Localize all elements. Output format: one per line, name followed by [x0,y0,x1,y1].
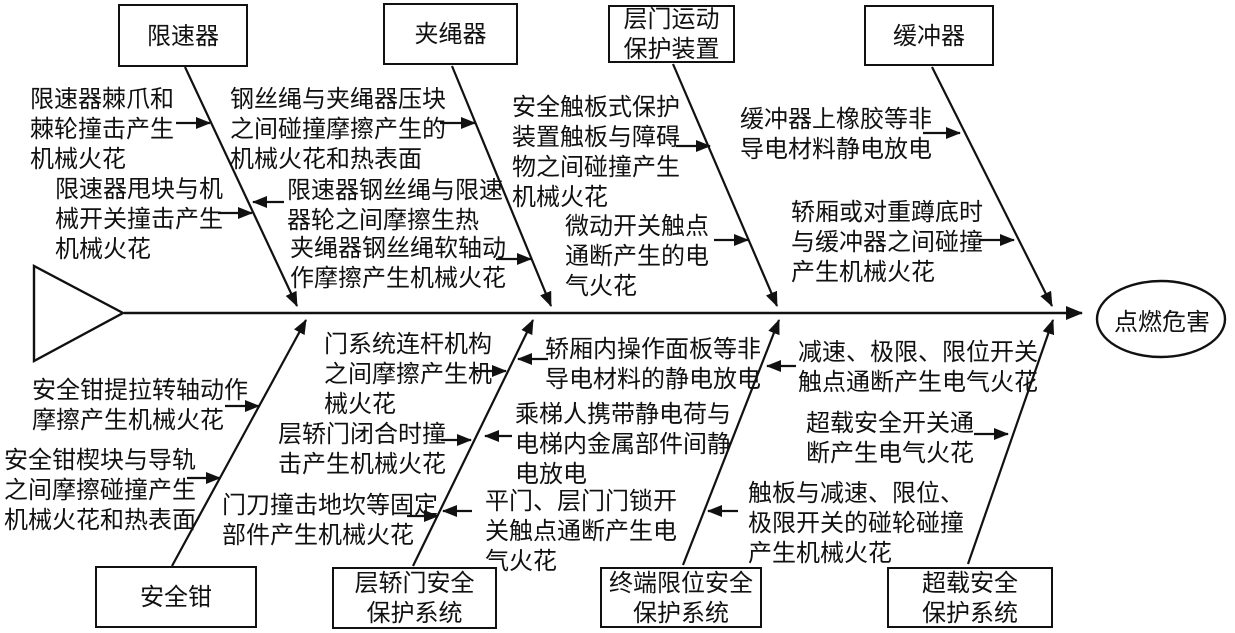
category-box-overload-system: 超载安全 保护系统 [887,567,1053,628]
cause-text-15: 乘梯人携带静电荷与 电梯内金属部件间静 电放电 [515,400,731,488]
category-box-landing-door-protection: 层门运动 保护装置 [608,5,735,63]
cause-text-0: 限速器棘爪和 棘轮撞击产生 机械火花 [30,85,174,173]
bone-governor [184,66,298,307]
cause-text-4: 夹绳器钢丝绳软轴动 作摩擦产生机械火花 [290,234,506,292]
cause-text-2: 钢丝绳与夹绳器压块 之间碰撞摩擦产生的 机械火花和热表面 [230,85,446,173]
cause-text-11: 门系统连杆机构 之间摩擦产生机 械火花 [324,330,492,418]
category-box-terminal-limit-system: 终端限位安全 保护系统 [600,567,762,628]
bone-safety-gear [171,319,307,567]
category-box-safety-gear: 安全钳 [95,566,257,628]
category-box-door-safety-system: 层轿门安全 保护系统 [332,567,497,629]
category-box-governor: 限速器 [118,4,248,67]
cause-text-12: 层轿门闭合时撞 击产生机械火花 [278,420,446,478]
effect-ellipse [1095,279,1227,359]
cause-text-10: 安全钳楔块与导轨 之间摩擦碰撞产生 机械火花和热表面 [4,446,196,534]
bone-overload-system [966,319,1055,565]
cause-text-5: 安全触板式保护 装置触板与障碍 物之间碰撞产生 机械火花 [512,93,680,211]
effect-label: 点燃危害 [1114,307,1210,336]
cause-text-1: 限速器甩块与机 械开关撞击产生 机械火花 [55,175,223,263]
cause-text-6: 微动开关触点 通断产生的电 气火花 [565,212,709,300]
cause-text-7: 缓冲器上橡胶等非 导电材料静电放电 [740,105,932,163]
category-box-buffer: 缓冲器 [864,5,994,66]
category-box-rope-gripper: 夹绳器 [383,3,518,65]
bone-door-safety-system [412,319,534,567]
bone-buffer [931,66,1053,307]
cause-text-16: 平门、层门门锁开 关触点通断产生电 气火花 [485,487,677,575]
cause-text-3: 限速器钢丝绳与限速 器轮之间摩擦生热 [287,176,503,234]
spine-tail-triangle [32,264,126,364]
bone-terminal-limit-system [681,319,781,566]
cause-text-19: 触板与减速、限位、 极限开关的碰轮碰撞 产生机械火花 [748,479,964,567]
bone-landing-door-protection [671,63,779,307]
cause-text-18: 超载安全开关通 断产生电气火花 [806,409,974,467]
cause-text-9: 安全钳提拉转轴动作 摩擦产生机械火花 [32,376,248,434]
cause-text-13: 门刀撞击地坎等固定 部件产生机械火花 [222,491,438,549]
cause-text-17: 减速、极限、限位开关 触点通断产生电气火花 [798,338,1038,396]
cause-text-14: 轿厢内操作面板等非 导电材料的静电放电 [545,335,761,393]
bone-rope-gripper [450,65,553,307]
cause-text-8: 轿厢或对重蹲底时 与缓冲器之间碰撞 产生机械火花 [791,198,983,286]
